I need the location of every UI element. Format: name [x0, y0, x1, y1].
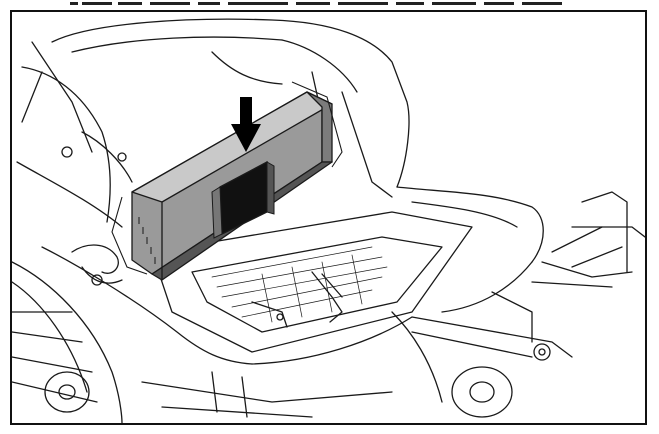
top-text-fragment [0, 0, 659, 10]
air-filter-element [211, 160, 275, 239]
pedal-lever [251, 271, 343, 328]
mower-battery-illustration [12, 18, 645, 423]
foot-deck [41, 211, 473, 365]
lower-frame [141, 371, 393, 418]
top-text-fragment-strokes [70, 2, 562, 5]
right-hood [396, 186, 544, 313]
battery-vents [138, 217, 156, 264]
deck-texture [211, 246, 388, 323]
illustration-frame [10, 10, 647, 425]
hitch-assembly [411, 191, 645, 361]
translucent-cover [111, 81, 343, 275]
right-tire [391, 311, 513, 418]
arrow-down-icon [231, 97, 261, 152]
left-tire [12, 261, 123, 423]
battery-cables [71, 244, 123, 286]
left-frame [16, 41, 133, 228]
